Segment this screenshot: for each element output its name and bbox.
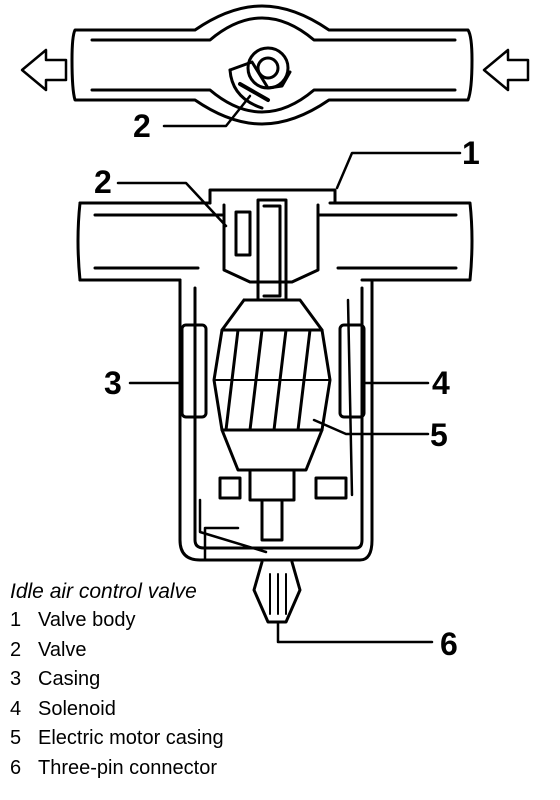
legend-number: 1	[10, 609, 22, 631]
callout-valve: 2	[94, 164, 112, 200]
legend-number: 3	[10, 668, 22, 690]
legend-number: 5	[10, 727, 22, 749]
legend-label: Solenoid	[38, 697, 116, 720]
callout-motor-casing: 5	[430, 417, 448, 453]
legend: 1 Valve body 2 Valve 3 Casing 4 Solenoid 5 El…	[10, 606, 450, 783]
legend-item: 3 Casing	[10, 665, 450, 695]
section-view	[76, 151, 474, 644]
legend-label: Valve	[38, 638, 87, 661]
legend-item: 4 Solenoid	[10, 695, 450, 725]
legend-number: 6	[10, 756, 22, 779]
callout-casing: 3	[104, 365, 122, 401]
caption: Idle air control valve 1 Valve body 2 Valv…	[10, 578, 450, 783]
diagram-title: Idle air control valve	[10, 580, 197, 603]
legend-item: 1 Valve body	[10, 606, 450, 636]
legend-item: 6 Three-pin connector	[10, 754, 450, 784]
callout-connector: 6	[440, 626, 458, 662]
legend-number: 2	[10, 638, 22, 661]
legend-label: Casing	[38, 668, 101, 690]
callout-solenoid: 4	[432, 365, 450, 401]
callout-top-valve: 2	[133, 108, 151, 144]
legend-item: 2 Valve	[10, 636, 450, 666]
legend-label: Three-pin connector	[38, 756, 217, 779]
top-view	[20, 4, 530, 128]
legend-item: 5 Electric motor casing	[10, 724, 450, 754]
legend-number: 4	[10, 697, 22, 720]
callout-valve-body: 1	[462, 135, 480, 171]
legend-label: Electric motor casing	[38, 727, 224, 749]
legend-label: Valve body	[38, 609, 136, 631]
